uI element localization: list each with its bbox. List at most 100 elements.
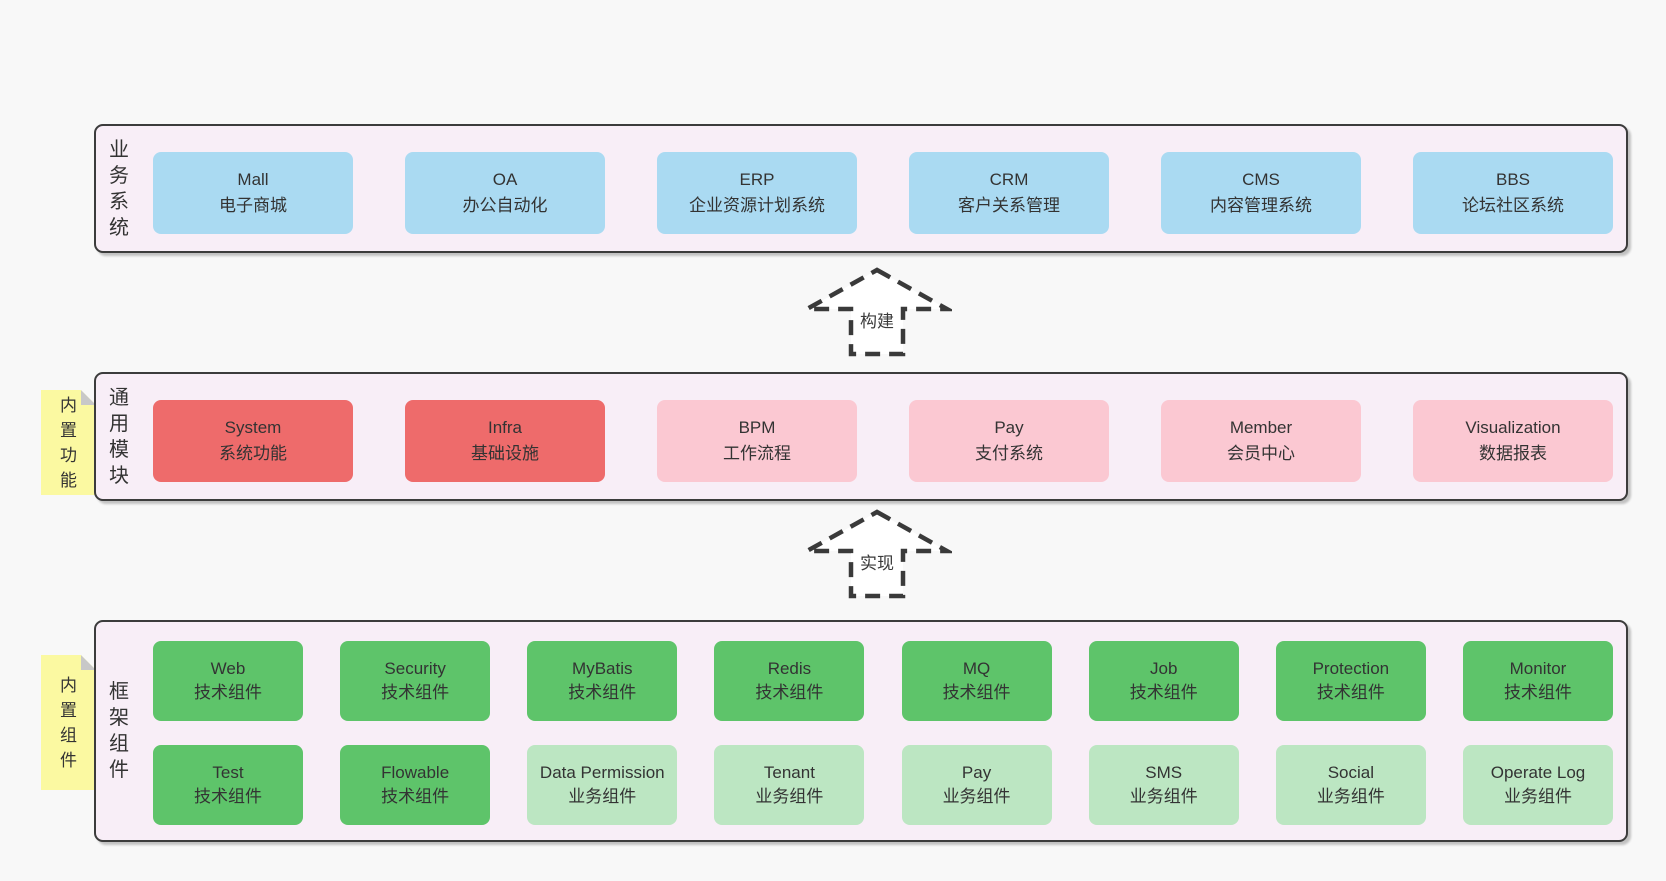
box-mybatis: MyBatis 技术组件 <box>527 641 678 721</box>
box-tenant: Tenant 业务组件 <box>714 745 865 825</box>
panel-framework-components: 框架组件 Web 技术组件 Security 技术组件 MyBatis 技术组件… <box>94 620 1628 842</box>
box-subtitle: 技术组件 <box>194 787 262 806</box>
box-test: Test 技术组件 <box>153 745 303 825</box>
sticky-note-label: 内置功能 <box>60 395 77 490</box>
box-subtitle: 业务组件 <box>568 787 637 806</box>
box-subtitle: 技术组件 <box>381 683 450 702</box>
box-mall: Mall 电子商城 <box>153 152 353 234</box>
box-title: OA <box>492 170 518 189</box>
box-title: Social <box>1327 763 1374 782</box>
box-web: Web 技术组件 <box>153 641 303 721</box>
box-bbs: BBS 论坛社区系统 <box>1413 152 1613 234</box>
box-data-permission: Data Permission 业务组件 <box>527 745 678 825</box>
box-sms: SMS 业务组件 <box>1088 745 1239 825</box>
box-subtitle: 业务组件 <box>1316 787 1385 806</box>
box-subtitle: 业务组件 <box>1129 787 1198 806</box>
box-subtitle: 技术组件 <box>568 683 637 702</box>
box-title: CMS <box>1242 170 1280 189</box>
box-title: Operate Log <box>1490 763 1586 782</box>
box-title: Job <box>1149 659 1178 678</box>
box-security: Security 技术组件 <box>340 641 491 721</box>
box-social: Social 业务组件 <box>1275 745 1426 825</box>
box-member: Member 会员中心 <box>1161 400 1361 482</box>
dashed-up-arrow-implement: 实现 <box>802 509 952 599</box>
box-title: Mall <box>237 170 269 189</box>
box-title: Member <box>1229 418 1293 437</box>
box-subtitle: 企业资源计划系统 <box>689 196 825 215</box>
box-title: Tenant <box>763 763 815 782</box>
box-subtitle: 基础设施 <box>471 444 539 463</box>
sticky-note-label: 内置组件 <box>60 675 77 770</box>
box-system: System 系统功能 <box>153 400 353 482</box>
box-title: System <box>224 418 282 437</box>
box-redis: Redis 技术组件 <box>714 641 865 721</box>
box-title: Data Permission <box>539 763 665 782</box>
box-subtitle: 内容管理系统 <box>1210 196 1312 215</box>
box-subtitle: 会员中心 <box>1227 444 1295 463</box>
box-subtitle: 业务组件 <box>1503 787 1572 806</box>
box-title: Visualization <box>1465 418 1561 437</box>
sticky-note-built-in-components: 内置组件 <box>41 655 96 790</box>
box-title: Pay <box>994 418 1024 437</box>
box-title: MQ <box>962 659 991 678</box>
box-oa: OA 办公自动化 <box>405 152 605 234</box>
box-subtitle: 业务组件 <box>942 787 1011 806</box>
box-title: Flowable <box>381 763 450 782</box>
box-title: Monitor <box>1509 659 1567 678</box>
box-subtitle: 支付系统 <box>975 444 1043 463</box>
box-job: Job 技术组件 <box>1088 641 1239 721</box>
box-mq: MQ 技术组件 <box>901 641 1052 721</box>
box-monitor: Monitor 技术组件 <box>1462 641 1613 721</box>
box-erp: ERP 企业资源计划系统 <box>657 152 857 234</box>
box-flowable: Flowable 技术组件 <box>340 745 491 825</box>
box-title: CRM <box>989 170 1029 189</box>
box-subtitle: 技术组件 <box>942 683 1011 702</box>
box-title: SMS <box>1145 763 1183 782</box>
box-title: ERP <box>739 170 775 189</box>
box-title: BBS <box>1495 170 1531 189</box>
box-title: Protection <box>1312 659 1390 678</box>
dashed-up-arrow-build: 构建 <box>802 267 952 357</box>
box-row: Web 技术组件 Security 技术组件 MyBatis 技术组件 Redi… <box>153 641 1613 721</box>
box-title: Pay <box>961 763 992 782</box>
box-subtitle: 技术组件 <box>194 683 262 702</box>
box-subtitle: 技术组件 <box>381 787 450 806</box>
box-title: Infra <box>487 418 523 437</box>
box-crm: CRM 客户关系管理 <box>909 152 1109 234</box>
box-subtitle: 数据报表 <box>1479 444 1547 463</box>
box-title: BPM <box>738 418 776 437</box>
box-infra: Infra 基础设施 <box>405 400 605 482</box>
box-subtitle: 技术组件 <box>1503 683 1572 702</box>
box-subtitle: 办公自动化 <box>462 196 548 215</box>
box-subtitle: 业务组件 <box>755 787 824 806</box>
panel-side-label: 业务系统 <box>109 138 129 239</box>
box-bpm: BPM 工作流程 <box>657 400 857 482</box>
box-subtitle: 电子商城 <box>219 196 287 215</box>
box-subtitle: 技术组件 <box>755 683 824 702</box>
box-protection: Protection 技术组件 <box>1275 641 1426 721</box>
box-pay-system: Pay 支付系统 <box>909 400 1109 482</box>
box-visualization: Visualization 数据报表 <box>1413 400 1613 482</box>
box-title: Test <box>212 763 244 782</box>
box-title: MyBatis <box>572 659 633 678</box>
box-pay-component: Pay 业务组件 <box>901 745 1052 825</box>
box-title: Web <box>210 659 246 678</box>
box-subtitle: 客户关系管理 <box>958 196 1060 215</box>
box-subtitle: 论坛社区系统 <box>1462 196 1564 215</box>
box-row: System 系统功能 Infra 基础设施 BPM 工作流程 Pay 支付系统… <box>153 400 1613 482</box>
box-subtitle: 系统功能 <box>219 444 287 463</box>
box-title: Security <box>384 659 446 678</box>
box-row: Mall 电子商城 OA 办公自动化 ERP 企业资源计划系统 CRM 客户关系… <box>153 152 1613 234</box>
panel-common-modules: 通用模块 System 系统功能 Infra 基础设施 BPM 工作流程 Pay… <box>94 372 1628 501</box>
box-subtitle: 技术组件 <box>1129 683 1198 702</box>
box-cms: CMS 内容管理系统 <box>1161 152 1361 234</box>
box-subtitle: 技术组件 <box>1316 683 1385 702</box>
panel-side-label: 框架组件 <box>109 681 129 781</box>
box-title: Redis <box>767 659 812 678</box>
box-operate-log: Operate Log 业务组件 <box>1462 745 1613 825</box>
arrow-label-implement: 实现 <box>857 553 897 575</box>
panel-side-label: 通用模块 <box>109 386 129 487</box>
panel-business-systems: 业务系统 Mall 电子商城 OA 办公自动化 ERP 企业资源计划系统 CRM… <box>94 124 1628 253</box>
box-subtitle: 工作流程 <box>723 444 791 463</box>
sticky-note-built-in-features: 内置功能 <box>41 390 96 495</box>
